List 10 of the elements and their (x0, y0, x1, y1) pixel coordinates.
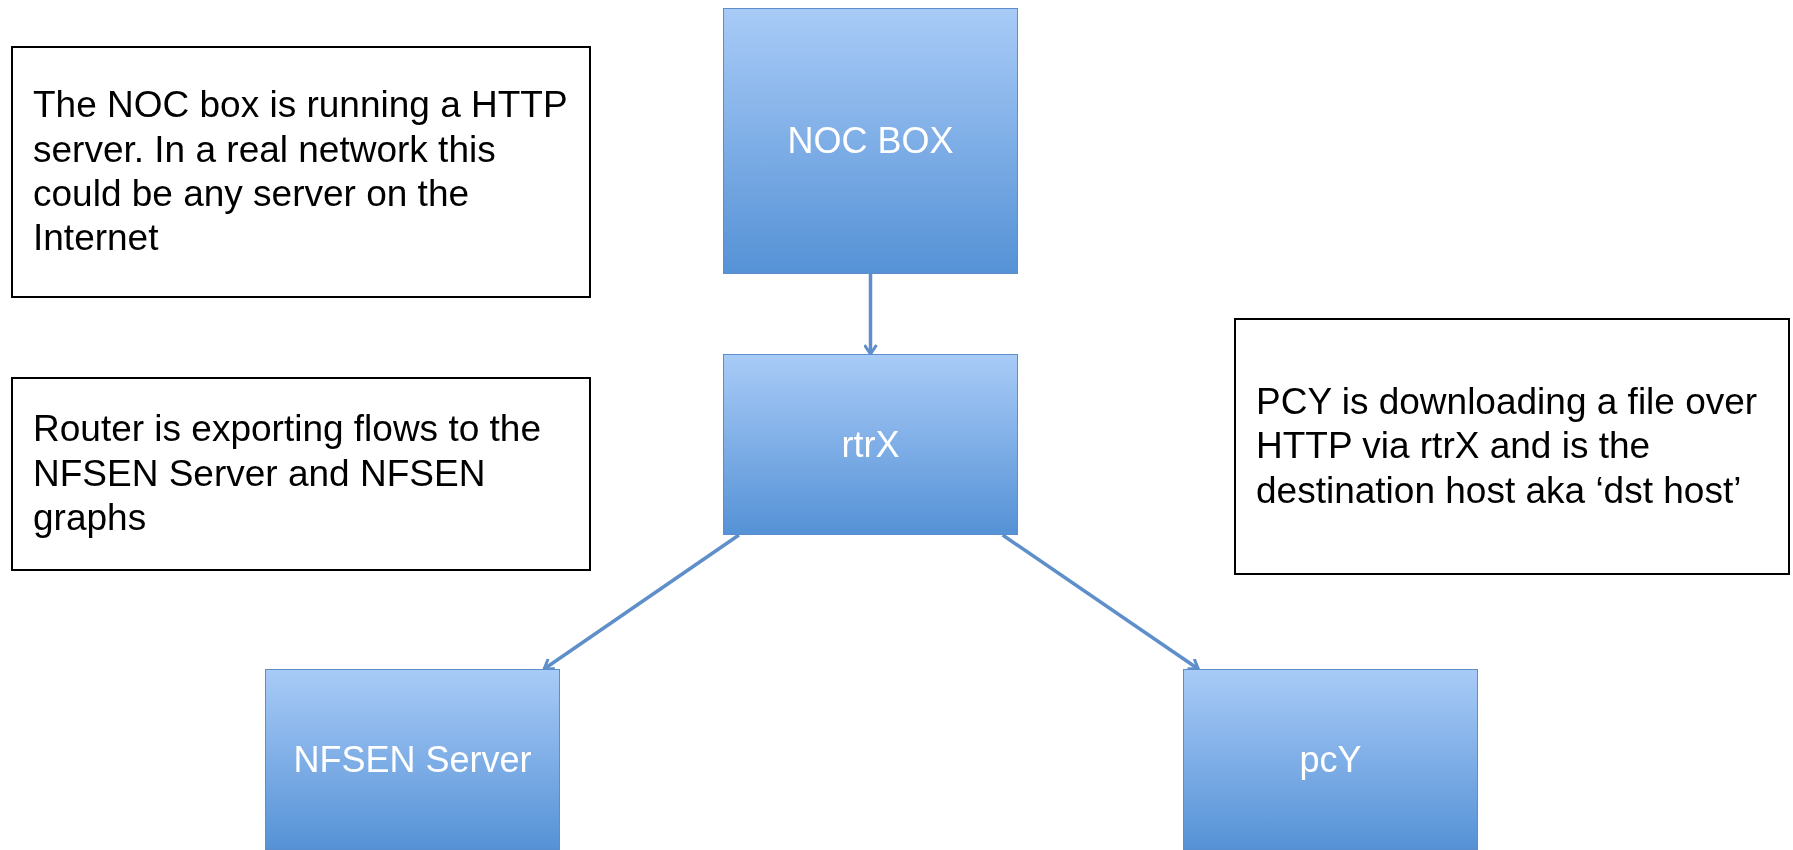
arrow (542, 533, 740, 671)
arrow (863, 274, 878, 356)
node-box: NFSEN Server (265, 669, 560, 850)
arrow (1001, 533, 1200, 671)
node-box: pcY (1183, 669, 1478, 850)
note-box: The NOC box is running a HTTP server. In a real network this could be any server on the Internet (11, 46, 591, 298)
node-box: rtrX (723, 354, 1018, 535)
note-box: PCY is downloading a file over HTTP via rtrX and is the destination host aka ‘dst host’ (1234, 318, 1790, 575)
node-box: NOC BOX (723, 8, 1018, 274)
note-box: Router is exporting flows to the NFSEN Server and NFSEN graphs (11, 377, 591, 571)
